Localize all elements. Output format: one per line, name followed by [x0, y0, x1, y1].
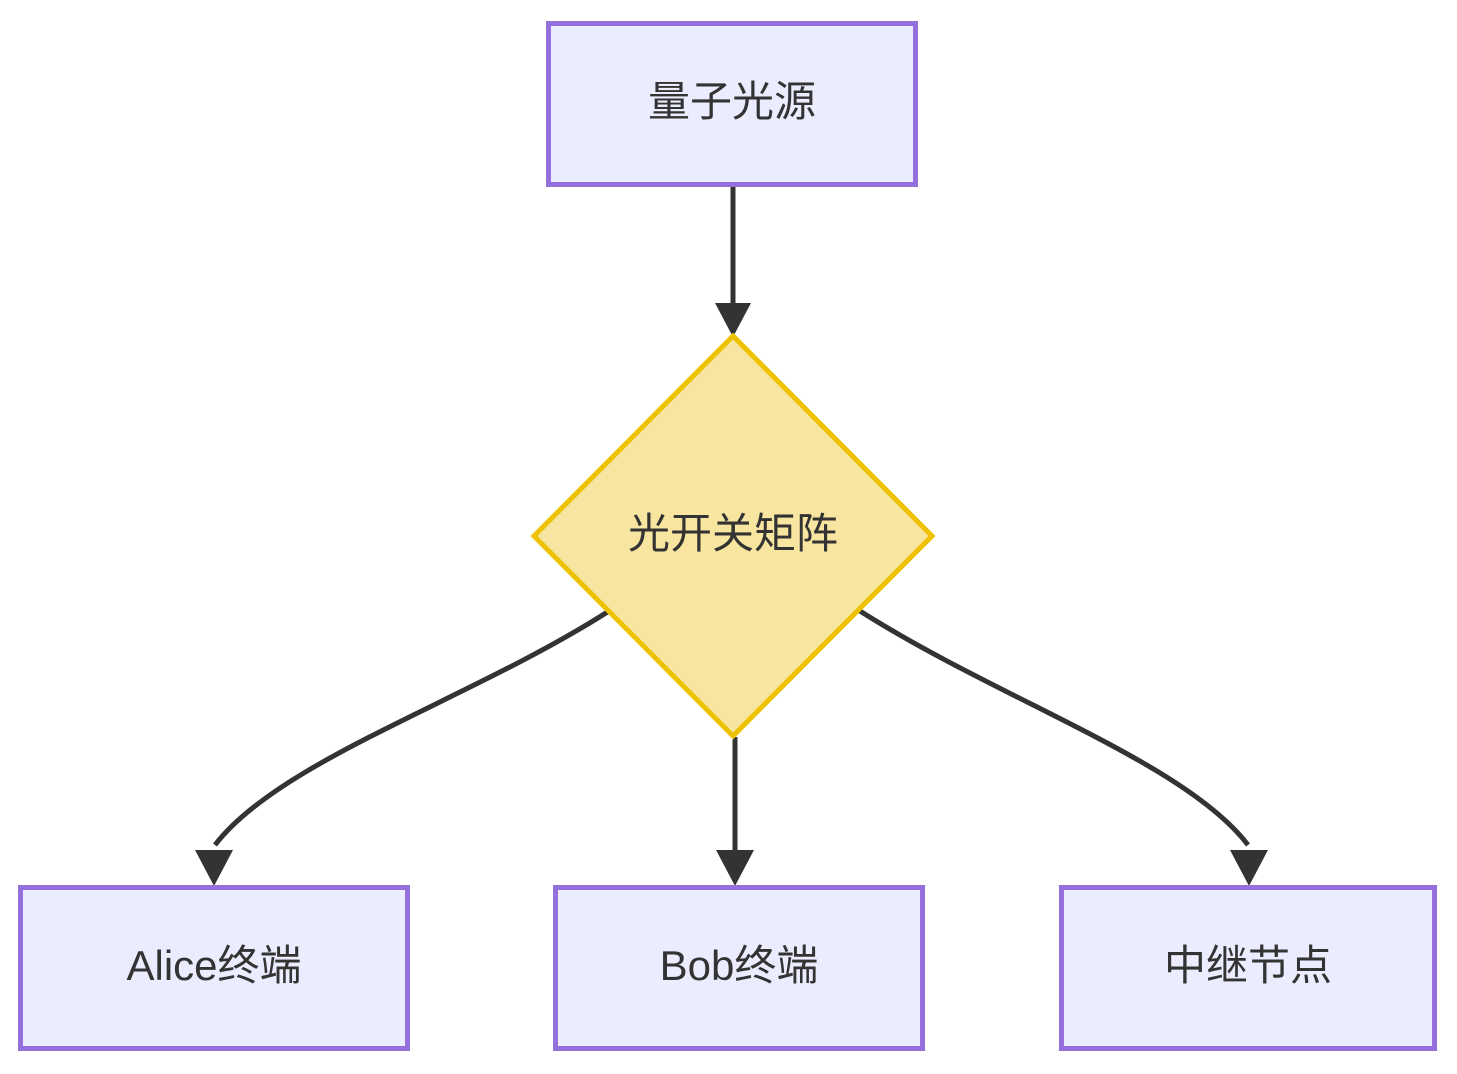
edge-switch-to-bob-arrowhead	[716, 850, 754, 886]
edge-switch-to-alice-path	[213, 608, 611, 847]
node-optical-switch-matrix[interactable]: 光开关矩阵	[530, 332, 936, 740]
nodes-layer: 量子光源 光开关矩阵 Alice终端 Bob终端 中继节点	[18, 21, 1437, 1051]
edge-switch-to-bob[interactable]	[716, 737, 754, 886]
node-optical-switch-matrix-shape[interactable]	[530, 332, 936, 740]
node-bob-terminal[interactable]: Bob终端	[553, 885, 925, 1051]
edge-switch-to-alice-arrowhead	[195, 850, 233, 886]
node-quantum-light-source[interactable]: 量子光源	[546, 21, 918, 187]
node-alice-terminal[interactable]: Alice终端	[18, 885, 410, 1051]
edges-layer	[195, 187, 1268, 886]
edge-source-to-switch[interactable]	[715, 187, 751, 337]
node-quantum-light-source-shape[interactable]	[546, 21, 918, 187]
edge-source-to-switch-arrowhead	[715, 303, 751, 337]
edge-switch-to-alice[interactable]	[195, 608, 611, 886]
edge-switch-to-relay[interactable]	[858, 608, 1268, 886]
node-relay-node[interactable]: 中继节点	[1059, 885, 1437, 1051]
node-relay-node-shape[interactable]	[1059, 885, 1437, 1051]
node-alice-terminal-shape[interactable]	[18, 885, 410, 1051]
edge-switch-to-relay-path	[858, 608, 1250, 847]
edge-switch-to-relay-arrowhead	[1230, 850, 1268, 886]
node-bob-terminal-shape[interactable]	[553, 885, 925, 1051]
